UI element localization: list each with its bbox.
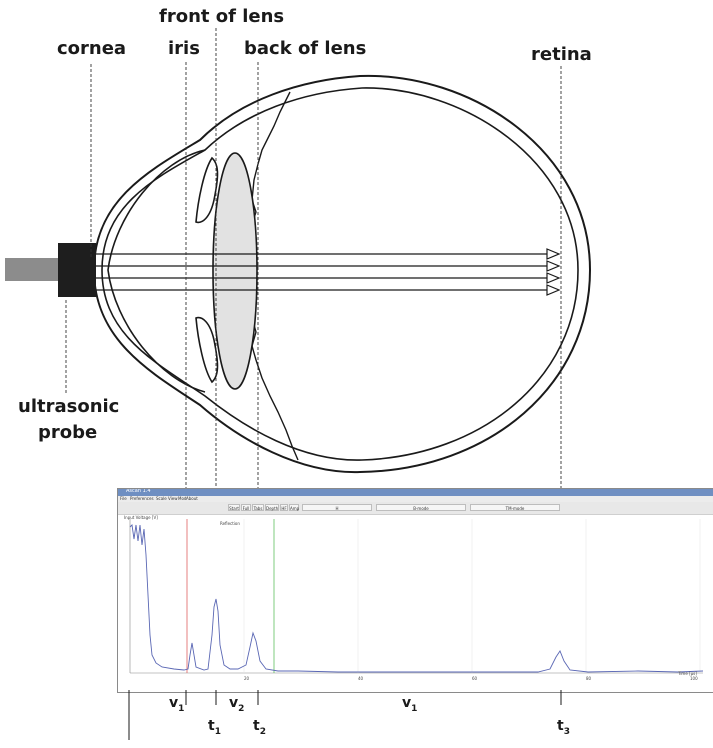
symbol-t1: t1 bbox=[208, 718, 221, 737]
symbol-v1-vitreous: v1 bbox=[402, 695, 418, 714]
x-tick-label: 100 bbox=[690, 676, 698, 681]
label-back-of-lens: back of lens bbox=[244, 38, 367, 59]
ultrasonic-probe bbox=[58, 243, 96, 297]
ascan-plot-svg: Input Voltage [V] Reflection 20 40 60 80… bbox=[124, 515, 704, 681]
iris-lower bbox=[195, 316, 219, 384]
menu-item[interactable]: Mod bbox=[178, 496, 187, 501]
iris-upper bbox=[195, 156, 219, 224]
probe-cable bbox=[5, 258, 59, 281]
window-titlebar: Ascan 1.4 bbox=[118, 489, 713, 496]
menu-item[interactable]: About bbox=[186, 496, 198, 501]
toolbar-button[interactable]: Depth bbox=[265, 504, 279, 511]
x-tick-label: 60 bbox=[472, 676, 478, 681]
toolbar-button[interactable]: Start bbox=[228, 504, 240, 511]
toolbar-field[interactable]: TM-mode bbox=[470, 504, 560, 511]
eye-inner-wall bbox=[101, 87, 579, 461]
plot-caption: Input Voltage [V] bbox=[124, 515, 158, 520]
ascan-trace bbox=[129, 524, 704, 673]
toolbar: Start Full Tabs Depth HF Amp H B-mode TM… bbox=[118, 502, 713, 515]
cornea-front bbox=[107, 149, 206, 393]
x-tick-label: 20 bbox=[244, 676, 250, 681]
toolbar-button[interactable]: Tabs bbox=[252, 504, 264, 511]
symbol-t3: t3 bbox=[557, 718, 570, 737]
label-iris: iris bbox=[168, 38, 200, 59]
lens bbox=[212, 152, 258, 390]
label-probe: probe bbox=[38, 422, 98, 443]
eye-outer-wall bbox=[92, 74, 592, 474]
ascan-screenshot: Ascan 1.4 File Preferences Scale View Mo… bbox=[117, 488, 713, 693]
toolbar-field[interactable]: B-mode bbox=[376, 504, 466, 511]
toolbar-button[interactable]: Amp bbox=[289, 504, 300, 511]
label-retina: retina bbox=[531, 44, 592, 65]
menu-item[interactable]: Preferences bbox=[130, 496, 154, 501]
menu-item[interactable]: View bbox=[168, 496, 178, 501]
symbol-v1: v1 bbox=[169, 695, 185, 714]
ascan-plot-area: Input Voltage [V] Reflection 20 40 60 80… bbox=[118, 515, 713, 692]
x-tick-label: 80 bbox=[586, 676, 592, 681]
label-front-of-lens: front of lens bbox=[159, 6, 285, 27]
menu-bar: File Preferences Scale View Mod About bbox=[118, 496, 713, 502]
ultrasound-beams bbox=[96, 248, 561, 296]
reflection-label: Reflection bbox=[220, 521, 240, 526]
plot-gridlines bbox=[243, 519, 701, 673]
toolbar-button[interactable]: Full bbox=[241, 504, 251, 511]
x-tick-label: 40 bbox=[358, 676, 364, 681]
toolbar-field[interactable]: H bbox=[302, 504, 372, 511]
label-cornea: cornea bbox=[57, 38, 127, 59]
toolbar-button[interactable]: HF bbox=[280, 504, 288, 511]
menu-item[interactable]: File bbox=[120, 496, 127, 501]
window-title: Ascan 1.4 bbox=[126, 488, 151, 494]
menu-item[interactable]: Scale bbox=[156, 496, 167, 501]
symbol-v2: v2 bbox=[229, 695, 245, 714]
x-axis-label: Time [µs] bbox=[677, 671, 697, 676]
symbol-t2: t2 bbox=[253, 718, 266, 737]
label-ultrasonic: ultrasonic bbox=[18, 396, 120, 417]
